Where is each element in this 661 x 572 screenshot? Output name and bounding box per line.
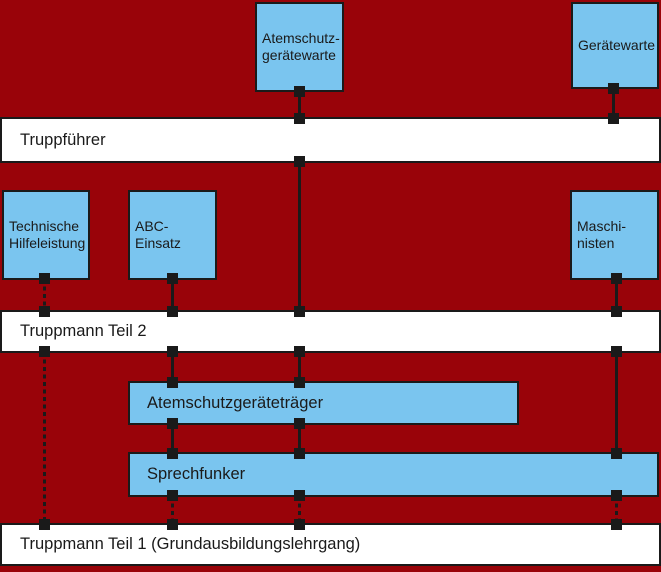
connector-truppmann2-atemschutzgeraetetraeger-mid — [293, 346, 305, 388]
bar-atemschutzgeraetetraeger-label: Atemschutzgeräteträger — [147, 393, 324, 412]
box-maschinisten: Maschi- nisten — [570, 190, 659, 280]
box-geraetewarte: Gerätewarte — [571, 2, 659, 89]
box-atemschutzgeraetewarte-line1: Atemschutz- — [262, 30, 340, 46]
box-abc-einsatz: ABC- Einsatz — [128, 190, 217, 280]
box-technische-hilfeleistung-line2: Hilfeleistung — [9, 235, 86, 251]
box-atemschutzgeraetewarte-line2: gerätewarte — [262, 47, 336, 63]
bar-truppmann-teil-1: Truppmann Teil 1 (Grundausbildungslehrga… — [0, 523, 661, 566]
box-atemschutzgeraetewarte: Atemschutz- gerätewarte — [255, 2, 344, 92]
connector-atemschutzgeraetetraeger-sprechfunker-mid — [293, 418, 305, 459]
bar-atemschutzgeraetetraeger: Atemschutzgeräteträger — [128, 381, 519, 425]
connector-sprechfunker-truppmann1-mid — [293, 490, 305, 530]
bar-truppfuehrer-label: Truppführer — [20, 130, 106, 149]
bar-sprechfunker: Sprechfunker — [128, 452, 659, 497]
connector-abc-einsatz-truppmann2 — [166, 273, 178, 317]
connector-atemschutzgeraetewarte-truppfuehrer — [293, 86, 305, 124]
connector-geraetewarte-truppfuehrer — [607, 83, 619, 124]
connector-truppmann2-sprechfunker-right — [610, 346, 622, 459]
box-technische-hilfeleistung: Technische Hilfeleistung — [2, 190, 90, 280]
box-maschinisten-line1: Maschi- — [577, 218, 627, 234]
box-abc-einsatz-line2: Einsatz — [135, 235, 181, 251]
bar-truppmann-teil-1-label: Truppmann Teil 1 (Grundausbildungslehrga… — [20, 535, 361, 553]
bar-truppmann-teil-2: Truppmann Teil 2 — [0, 310, 661, 353]
box-technische-hilfeleistung-line1: Technische — [9, 218, 80, 234]
bar-sprechfunker-label: Sprechfunker — [147, 465, 246, 483]
bar-truppmann-teil-2-label: Truppmann Teil 2 — [20, 322, 147, 340]
connector-sprechfunker-truppmann1-right — [610, 490, 622, 530]
box-abc-einsatz-line1: ABC- — [135, 218, 169, 234]
connector-sprechfunker-truppmann1-left — [166, 490, 178, 530]
box-geraetewarte-label: Gerätewarte — [578, 37, 656, 53]
connector-truppmann2-truppmann1-left — [38, 346, 50, 530]
box-maschinisten-line2: nisten — [577, 235, 615, 251]
connector-atemschutzgeraetetraeger-sprechfunker-left — [166, 418, 178, 459]
connector-maschinisten-truppmann2 — [610, 273, 622, 317]
connector-truppfuehrer-truppmann2-mid — [293, 156, 305, 317]
connector-technische-hilfeleistung-truppmann2 — [38, 273, 50, 317]
connector-truppmann2-atemschutzgeraetetraeger-left — [166, 346, 178, 388]
bar-truppfuehrer: Truppführer — [0, 117, 661, 163]
